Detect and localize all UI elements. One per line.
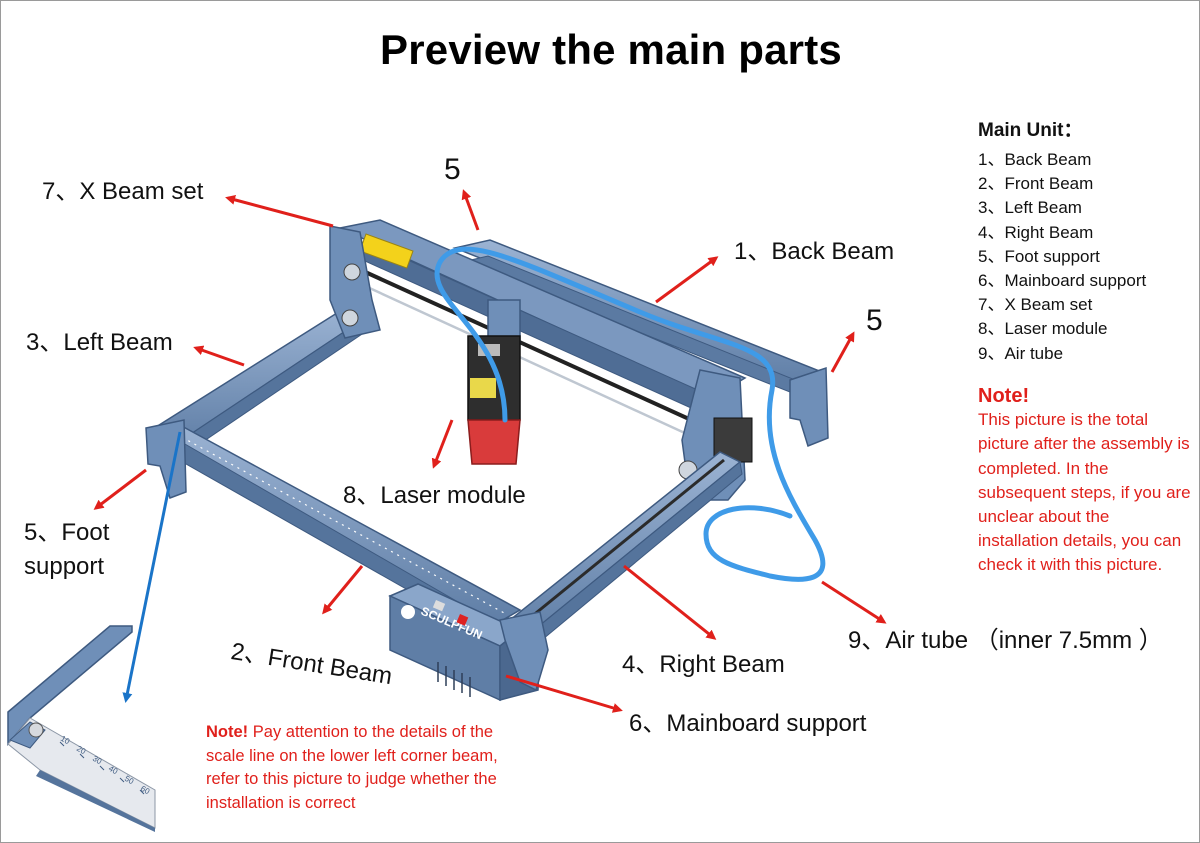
arrow-foot-top bbox=[461, 189, 480, 231]
label-laser-module: 8、Laser module bbox=[343, 482, 526, 509]
legend-item: 8、Laser module bbox=[978, 319, 1108, 339]
arrow-scale-detail bbox=[122, 431, 182, 703]
foot-support-front-right bbox=[499, 611, 549, 692]
arrow-air-tube bbox=[821, 580, 887, 624]
page-title: Preview the main parts bbox=[380, 26, 842, 73]
scale-note: Note! Pay attention to the details of th… bbox=[206, 721, 536, 815]
scale-note-title: Note! bbox=[206, 723, 249, 741]
main-unit-legend: Main Unit： 1、Back Beam 2、Front Beam 3、Le… bbox=[978, 115, 1146, 366]
scale-note-text: Pay attention to the details of the scal… bbox=[206, 723, 498, 812]
arrow-foot-right bbox=[830, 331, 855, 373]
legend-item: 7、X Beam set bbox=[978, 295, 1093, 315]
label-foot-marker-right: 5 bbox=[866, 304, 883, 337]
label-air-tube: 9、Air tube （inner 7.5mm ） bbox=[848, 627, 1163, 654]
label-back-beam: 1、Back Beam bbox=[734, 238, 895, 265]
arrow-mainboard bbox=[505, 674, 623, 713]
legend-item: 6、Mainboard support bbox=[978, 271, 1147, 291]
arrow-x-beam bbox=[225, 194, 334, 228]
legend-item: 2、Front Beam bbox=[978, 174, 1094, 194]
label-right-beam: 4、Right Beam bbox=[622, 651, 785, 678]
legend-item: 9、Air tube bbox=[978, 343, 1064, 363]
callout-arrows bbox=[93, 189, 887, 713]
label-left-beam: 3、Left Beam bbox=[26, 329, 173, 356]
air-tube bbox=[434, 246, 826, 582]
foot-support-left bbox=[145, 419, 187, 499]
foot-support-right bbox=[789, 366, 829, 447]
arrow-right-beam bbox=[623, 564, 717, 640]
label-foot-support: 5、Foot bbox=[24, 519, 110, 546]
scale-corner-inset: 10 20 30 40 50 60 bbox=[7, 625, 156, 832]
label-foot-marker-top: 5 bbox=[444, 153, 461, 186]
legend-heading: Main Unit： bbox=[978, 120, 1083, 141]
arrow-left-beam bbox=[193, 345, 245, 367]
label-x-beam-set: 7、X Beam set bbox=[42, 178, 204, 205]
arrow-back-beam bbox=[655, 256, 719, 304]
arrow-foot-left bbox=[93, 468, 147, 510]
legend-item: 3、Left Beam bbox=[978, 198, 1082, 218]
legend-item: 1、Back Beam bbox=[978, 150, 1092, 169]
assembly-note-title: Note! bbox=[978, 385, 1030, 407]
right-beam bbox=[498, 451, 743, 655]
assembly-note-text: This picture is the total picture after … bbox=[978, 410, 1191, 575]
legend-item: 5、Foot support bbox=[978, 246, 1100, 266]
arrow-front-beam bbox=[322, 565, 364, 615]
label-foot-support-line2: support bbox=[24, 553, 105, 580]
laser-module bbox=[467, 299, 521, 465]
assembly-note: Note! This picture is the total picture … bbox=[978, 384, 1193, 578]
label-mainboard-support: 6、Mainboard support bbox=[629, 710, 867, 737]
arrow-laser-module bbox=[431, 419, 454, 469]
legend-item: 4、Right Beam bbox=[978, 222, 1094, 242]
